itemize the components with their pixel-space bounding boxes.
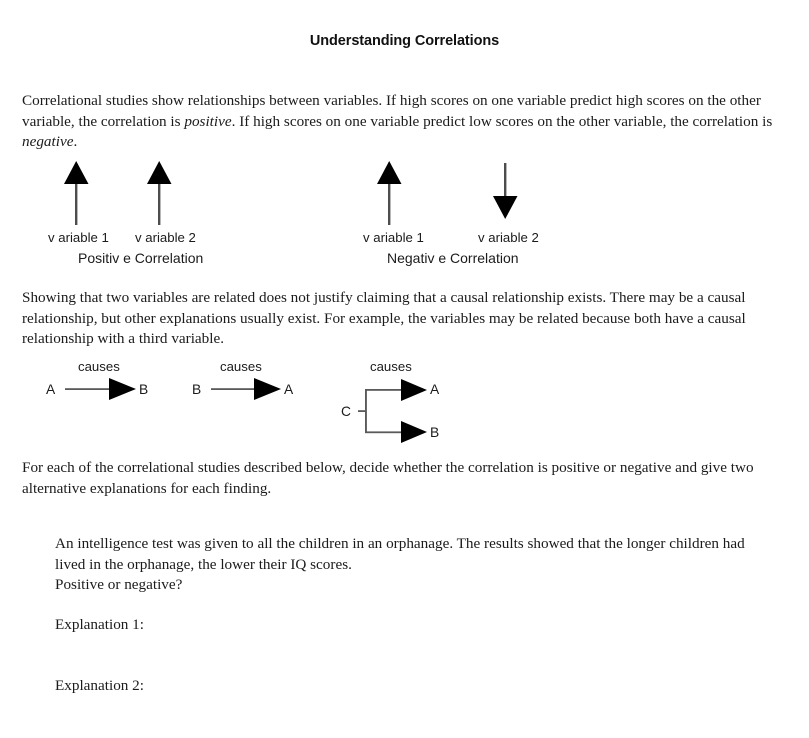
causal-node-b-source: B: [192, 382, 202, 397]
causal-node-a-branch-target: A: [430, 382, 440, 397]
causal-node-b-target: B: [139, 382, 149, 397]
negative-correlation-caption: Negativ e Correlation: [387, 250, 519, 266]
causes-label-2: causes: [220, 359, 262, 374]
causal-node-c-source: C: [341, 404, 351, 419]
up-arrow-icon-variable-2: [147, 161, 172, 225]
negative-variable-1-label: v ariable 1: [363, 230, 424, 245]
causes-label-1: causes: [78, 359, 120, 374]
intro-text-part2: . If high scores on one variable predict…: [231, 112, 773, 130]
intro-emphasis-positive: positive: [184, 112, 232, 130]
positive-correlation-arrows: [64, 161, 172, 225]
up-arrow-icon-variable-1: [377, 161, 402, 225]
negative-correlation-diagram: v ariable 1 v ariable 2 Negativ e Correl…: [355, 160, 615, 266]
intro-text-part1: Correlational studies show relationships…: [22, 92, 761, 130]
right-arrow-icon-b-to-a: [211, 378, 281, 400]
causal-diagrams-group: causes causes causes A B B A C A B: [35, 355, 505, 450]
causal-diagrams-arrows: [65, 378, 427, 443]
causal-node-a-source: A: [46, 382, 56, 397]
question-scenario: An intelligence test was given to all th…: [55, 535, 745, 573]
right-arrow-icon-a-to-b: [65, 378, 136, 400]
positive-variable-1-label: v ariable 1: [48, 230, 109, 245]
positive-correlation-caption: Positiv e Correlation: [78, 250, 204, 266]
branch-arrow-icon-c-to-a-and-b: [358, 379, 427, 443]
paragraph-intro: Correlational studies show relationships…: [22, 91, 788, 153]
explanation-2-label: Explanation 2:: [55, 677, 144, 694]
page-title: Understanding Correlations: [309, 33, 500, 49]
question-block: An intelligence test was given to all th…: [55, 534, 775, 596]
up-arrow-icon-variable-1: [64, 161, 89, 225]
negative-variable-2-label: v ariable 2: [478, 230, 539, 245]
causal-node-a-target: A: [284, 382, 294, 397]
positive-correlation-diagram: v ariable 1 v ariable 2 Positiv e Correl…: [38, 160, 298, 266]
question-prompt: Positive or negative?: [55, 576, 183, 593]
intro-emphasis-negative: negative: [22, 133, 74, 150]
paragraph-causal: Showing that two variables are related d…: [22, 289, 746, 347]
negative-correlation-arrows: [377, 161, 518, 225]
explanation-1-label: Explanation 1:: [55, 616, 144, 633]
positive-variable-2-label: v ariable 2: [135, 230, 196, 245]
paragraph-task: For each of the correlational studies de…: [22, 459, 754, 497]
intro-text-part3: .: [73, 133, 78, 150]
causal-node-b-branch-target: B: [430, 425, 440, 440]
down-arrow-icon-variable-2: [493, 163, 518, 219]
causes-label-3: causes: [370, 359, 412, 374]
